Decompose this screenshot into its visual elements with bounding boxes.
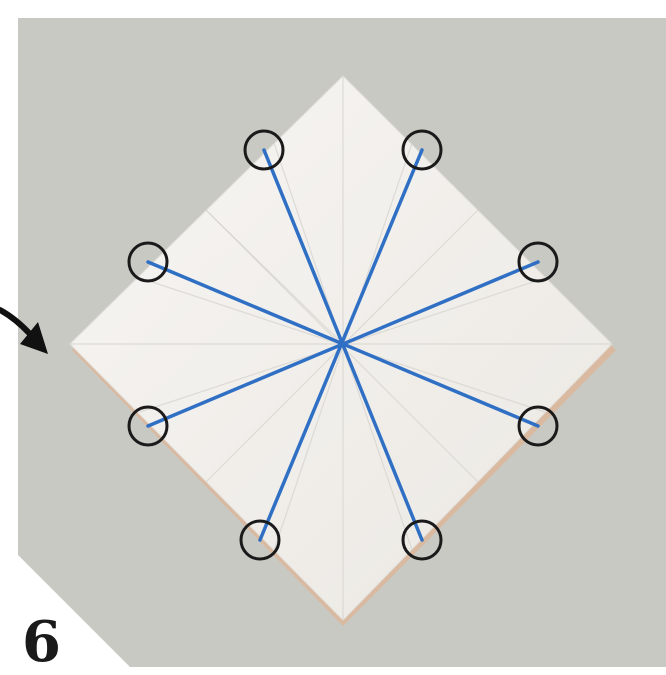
step-number: 6	[22, 614, 61, 670]
